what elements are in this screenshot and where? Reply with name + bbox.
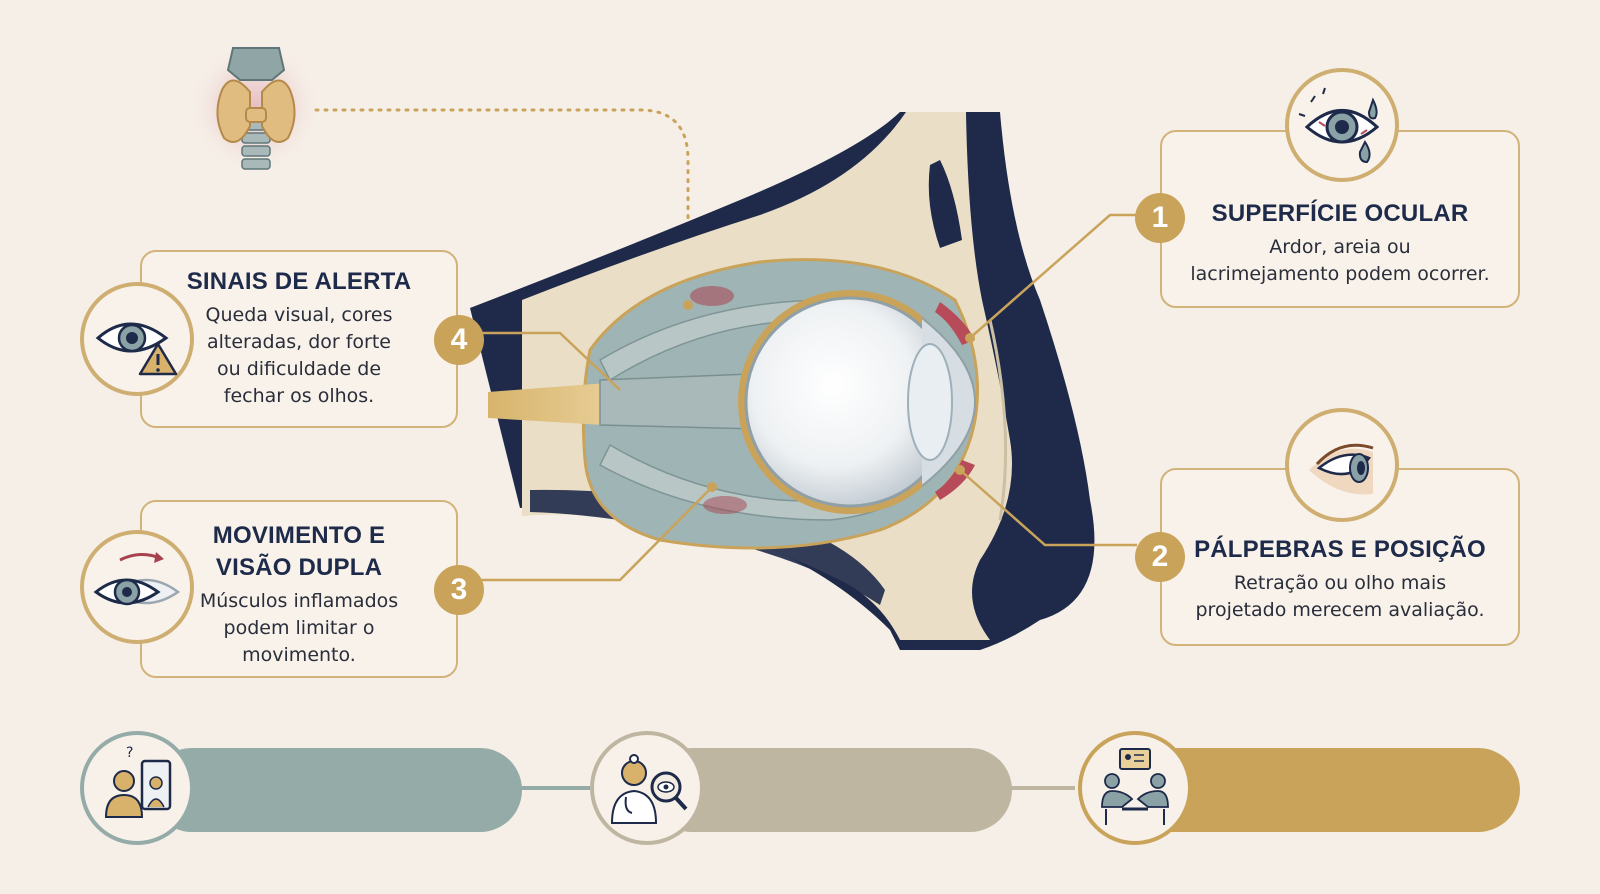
- eye-warning-icon: [95, 322, 178, 376]
- eye-profile-icon: [1309, 443, 1374, 495]
- leader-line-2: [959, 469, 1137, 547]
- callout-number-2: 2: [1135, 532, 1185, 582]
- callout-number-4: 4: [434, 315, 484, 365]
- svg-text:?: ?: [126, 745, 133, 761]
- icon-ring-4: [80, 282, 194, 396]
- step-ring-3: [1078, 731, 1192, 845]
- leader-line-4: [478, 331, 621, 391]
- step-bar-3: [1130, 748, 1520, 832]
- leader-line-1: [969, 213, 1137, 339]
- step-ring-2: [590, 731, 704, 845]
- step-bar-2: [650, 748, 1012, 832]
- thyroid-connector-dotted: [314, 108, 690, 302]
- thyroid-gland-icon: [189, 41, 321, 173]
- step-ring-1: ?: [80, 731, 194, 845]
- double-vision-eye-icon: [93, 552, 181, 606]
- leader-line-3: [478, 486, 713, 582]
- icon-ring-1: [1285, 68, 1399, 182]
- irritated-eye-tear-icon: [1298, 87, 1380, 164]
- person-mirror-question-icon: ?: [104, 745, 172, 818]
- consultation-meeting-icon: [1101, 748, 1169, 825]
- callout-number-1: 1: [1135, 193, 1185, 243]
- step-bar-1: [150, 748, 522, 832]
- card-title: PÁLPEBRAS E POSIÇÃO: [1194, 536, 1486, 563]
- icon-ring-3: [80, 530, 194, 644]
- card-title: SINAIS DE ALERTA: [186, 268, 412, 295]
- icon-ring-2: [1285, 408, 1399, 522]
- doctor-eye-exam-icon: [610, 754, 688, 824]
- card-title: SUPERFÍCIE OCULAR: [1211, 200, 1469, 227]
- callout-number-3: 3: [434, 565, 484, 615]
